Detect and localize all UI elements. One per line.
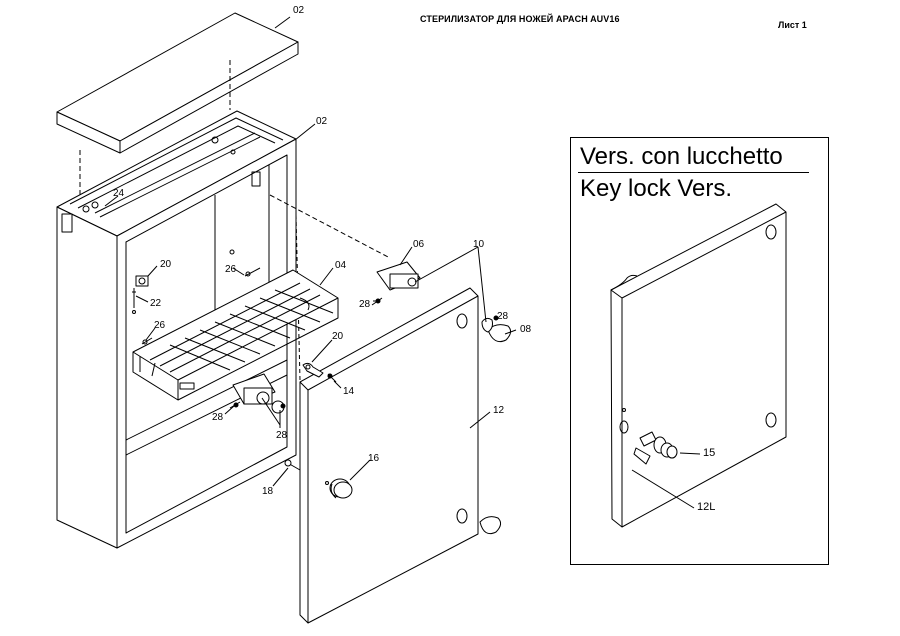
callout-rack: 04 — [335, 260, 347, 271]
drawing-title: СТЕРИЛИЗАТОР ДЛЯ НОЖЕЙ APACH AUV16 — [420, 14, 620, 24]
left-bracket — [132, 249, 261, 345]
callout-washer-left: 26 — [154, 320, 166, 331]
callout-foot: 18 — [262, 486, 274, 497]
inset-lock-cylinder — [631, 431, 701, 509]
door-caps — [479, 315, 512, 535]
callout-keylock-door: 12L — [697, 501, 716, 513]
foot-screw — [284, 459, 301, 471]
leader-lines — [104, 16, 517, 487]
callout-bracket-left: 20 — [160, 259, 172, 270]
callout-screw-door: 14 — [343, 386, 355, 397]
lid-panel — [56, 12, 299, 154]
callout-screw-hinge-bottom: 28 — [212, 412, 224, 423]
callout-cap: 08 — [520, 324, 532, 335]
callout-screw-bottom: 28 — [276, 430, 288, 441]
callout-lock: 15 — [703, 447, 716, 459]
callout-washer: 26 — [225, 264, 237, 275]
callout-knob: 16 — [368, 453, 380, 464]
inset-title-italian: Vers. con lucchetto — [580, 143, 783, 170]
keylock-inset-frame — [570, 137, 829, 565]
inset-title-underline — [578, 172, 809, 173]
callout-screw-right: 28 — [497, 311, 509, 322]
callout-lid: 02 — [293, 5, 305, 16]
callout-cabinet: 02 — [316, 116, 328, 127]
upper-hinge — [371, 261, 421, 306]
callout-hinge-top: 06 — [413, 239, 425, 250]
inset-title-english: Key lock Vers. — [580, 175, 733, 202]
sheet-number: Лист 1 — [778, 20, 807, 30]
door-bracket — [302, 362, 337, 383]
callout-screw-left: 22 — [150, 298, 162, 309]
callout-door: 12 — [493, 405, 505, 416]
callout-hinge-pin: 10 — [473, 239, 485, 250]
main-door — [299, 287, 479, 624]
knife-rack — [132, 269, 339, 401]
callout-screw-hinge-top: 28 — [359, 299, 371, 310]
door-knob — [329, 478, 353, 499]
callout-screws-top: 24 — [113, 188, 125, 199]
lower-hinge — [229, 373, 286, 426]
callout-bracket-door: 20 — [332, 331, 344, 342]
